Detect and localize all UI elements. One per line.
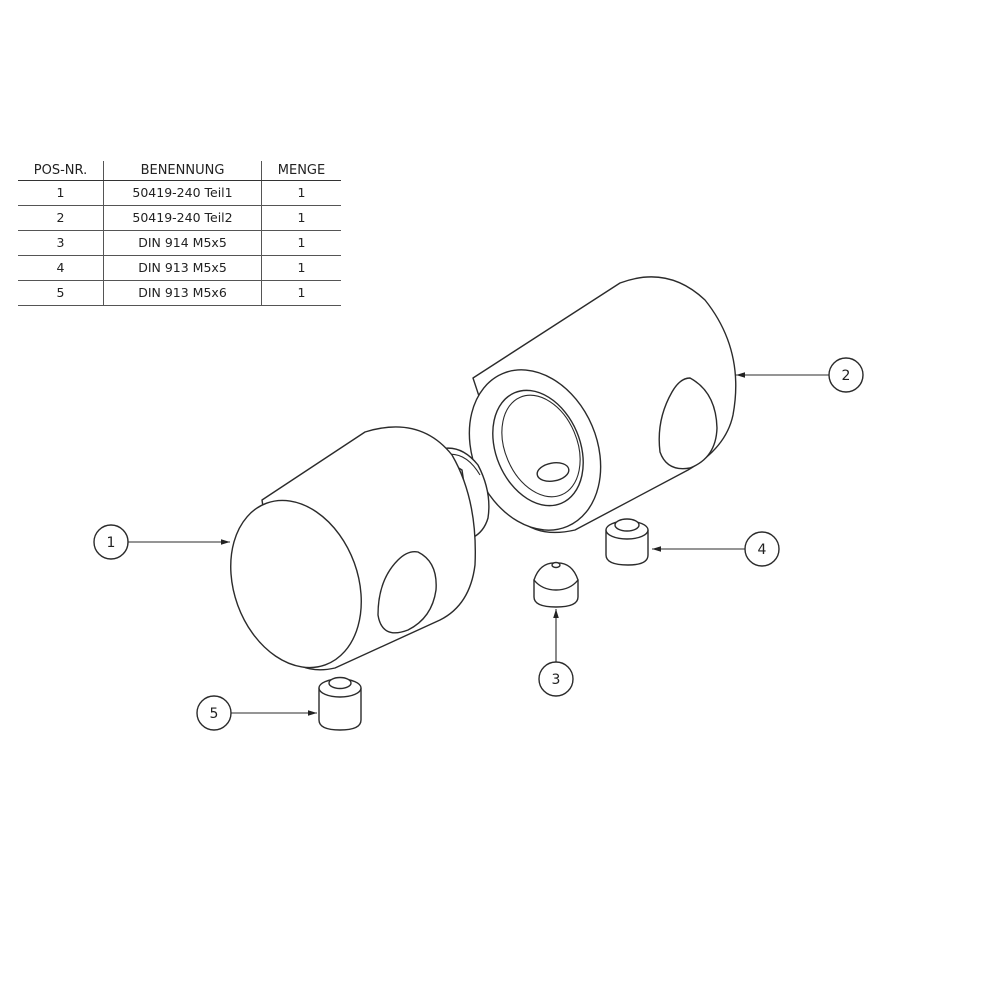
balloon-5-label: 5 — [210, 706, 219, 722]
table-row: 4 DIN 913 M5x5 1 — [18, 255, 341, 281]
cell-name: DIN 913 M5x6 — [103, 280, 262, 306]
table-row: 5 DIN 913 M5x6 1 — [18, 280, 341, 306]
balloon-3: 3 — [538, 661, 574, 697]
parts-list-table: POS-NR. BENENNUNG MENGE 1 50419-240 Teil… — [18, 161, 341, 306]
cell-pos: 5 — [18, 280, 104, 306]
cell-pos: 3 — [18, 230, 104, 256]
table-row: 3 DIN 914 M5x5 1 — [18, 230, 341, 256]
cell-qty: 1 — [261, 180, 341, 206]
header-benennung: BENENNUNG — [103, 161, 262, 181]
cell-qty: 1 — [261, 205, 341, 231]
part-1-cylinder — [230, 426, 490, 671]
balloon-5: 5 — [196, 695, 232, 731]
balloon-1: 1 — [93, 524, 129, 560]
table-row: 1 50419-240 Teil1 1 — [18, 180, 341, 206]
balloon-4: 4 — [744, 531, 780, 567]
part-2-cylinder — [468, 276, 737, 534]
parts-list-header-row: POS-NR. BENENNUNG MENGE — [18, 161, 341, 181]
cell-name: DIN 914 M5x5 — [103, 230, 262, 256]
cell-qty: 1 — [261, 280, 341, 306]
cell-name: DIN 913 M5x5 — [103, 255, 262, 281]
table-row: 2 50419-240 Teil2 1 — [18, 205, 341, 231]
balloon-3-label: 3 — [552, 672, 561, 688]
cell-pos: 2 — [18, 205, 104, 231]
part-3-cone-screw — [533, 561, 579, 608]
header-menge: MENGE — [261, 161, 341, 181]
balloon-4-label: 4 — [758, 542, 767, 558]
part-5-set-screw — [318, 676, 362, 731]
balloon-2-label: 2 — [842, 368, 851, 384]
part-4-set-screw — [605, 518, 649, 566]
header-pos-nr: POS-NR. — [18, 161, 104, 181]
cell-pos: 4 — [18, 255, 104, 281]
cell-name: 50419-240 Teil1 — [103, 180, 262, 206]
cell-name: 50419-240 Teil2 — [103, 205, 262, 231]
balloon-2: 2 — [828, 357, 864, 393]
cell-qty: 1 — [261, 230, 341, 256]
balloon-1-label: 1 — [107, 535, 116, 551]
cell-qty: 1 — [261, 255, 341, 281]
cell-pos: 1 — [18, 180, 104, 206]
